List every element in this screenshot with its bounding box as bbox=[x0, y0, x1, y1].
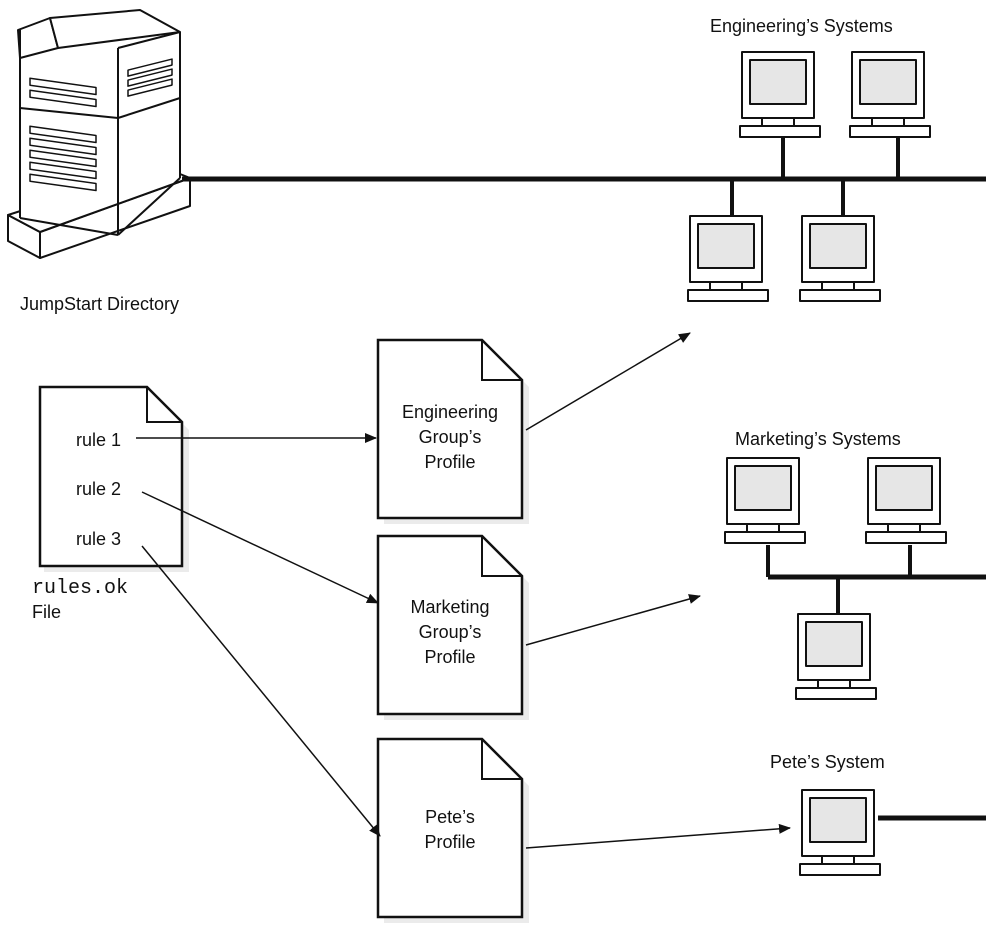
rule-3-arrow bbox=[141, 545, 381, 837]
marketing-network bbox=[766, 545, 986, 614]
engineering-computer-4-icon bbox=[799, 215, 881, 302]
marketing-computer-1-icon bbox=[724, 457, 806, 544]
engineering-computer-2-icon bbox=[849, 51, 931, 138]
pete-profile-line-1: Pete’s bbox=[425, 807, 475, 827]
pete-system-label: Pete’s System bbox=[770, 752, 885, 772]
marketing-computer-2-icon bbox=[865, 457, 947, 544]
marketing-profile-icon bbox=[376, 534, 529, 720]
computers bbox=[687, 51, 947, 876]
marketing-profile-line-2: Group’s bbox=[419, 622, 482, 642]
pete-profile-line-2: Profile bbox=[424, 832, 475, 852]
engineering-systems-label: Engineering’s Systems bbox=[710, 16, 893, 36]
rule-2-arrow bbox=[141, 491, 379, 604]
engineering-profile-line-3: Profile bbox=[424, 452, 475, 472]
engineering-profile-icon bbox=[376, 338, 529, 524]
engineering-profile-line-2: Group’s bbox=[419, 427, 482, 447]
marketing-computer-3-icon bbox=[795, 613, 877, 700]
engineering-profile-arrow bbox=[525, 332, 691, 431]
rule-2-label: rule 2 bbox=[76, 479, 121, 499]
pete-profile-icon bbox=[376, 737, 529, 923]
marketing-profile-line-1: Marketing bbox=[410, 597, 489, 617]
engineering-network bbox=[182, 137, 986, 216]
rule-1-label: rule 1 bbox=[76, 430, 121, 450]
marketing-systems-label: Marketing’s Systems bbox=[735, 429, 901, 449]
engineering-computer-1-icon bbox=[739, 51, 821, 138]
pete-computer-icon bbox=[799, 789, 881, 876]
marketing-profile-arrow bbox=[525, 594, 701, 646]
pete-profile-arrow bbox=[525, 823, 791, 849]
rule-3-label: rule 3 bbox=[76, 529, 121, 549]
marketing-profile-line-3: Profile bbox=[424, 647, 475, 667]
engineering-computer-3-icon bbox=[687, 215, 769, 302]
rules-filename: rules.ok bbox=[32, 577, 128, 600]
jumpstart-server-icon bbox=[7, 9, 191, 259]
rules-file-word: File bbox=[32, 602, 61, 622]
server-label: JumpStart Directory bbox=[20, 294, 179, 314]
engineering-profile-line-1: Engineering bbox=[402, 402, 498, 422]
